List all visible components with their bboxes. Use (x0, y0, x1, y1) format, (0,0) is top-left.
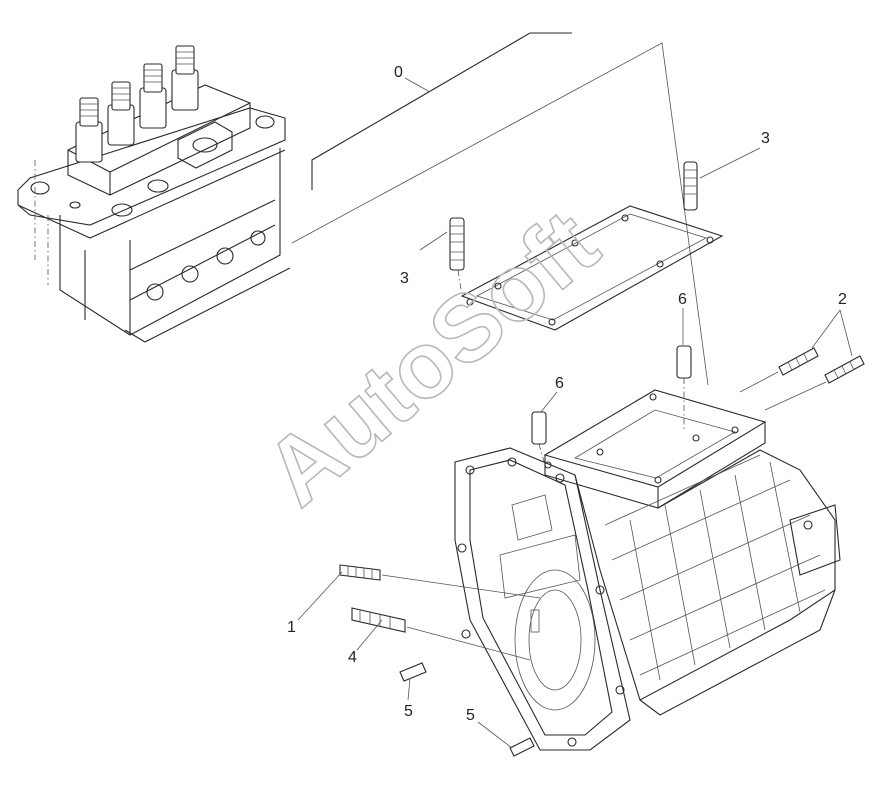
leader-lines (297, 147, 853, 749)
pin-5-right (509, 737, 535, 757)
delivery-valve-2 (107, 81, 135, 146)
callout-0: 0 (394, 64, 403, 81)
delivery-valve-1 (75, 97, 103, 163)
callout-3-right: 3 (761, 130, 770, 147)
callout-5-left: 5 (404, 703, 413, 720)
callout-4: 4 (348, 649, 357, 666)
callout-1: 1 (287, 619, 296, 636)
pin-5-left (399, 662, 427, 682)
stud-3-right (683, 161, 698, 211)
callout-5-right: 5 (466, 707, 475, 724)
stud-2-a (778, 347, 819, 376)
delivery-valve-4 (171, 45, 199, 111)
callout-6-left: 6 (555, 375, 564, 392)
callout-2: 2 (838, 291, 847, 308)
callout-6-right: 6 (678, 291, 687, 308)
stud-3-left (449, 217, 465, 297)
gasket (460, 205, 724, 331)
callout-0-bracket (291, 32, 709, 386)
transmission-housing (454, 389, 841, 751)
watermark: AutoSoft (245, 190, 616, 525)
stud-4 (351, 607, 531, 661)
callout-3-left: 3 (400, 270, 409, 287)
delivery-valve-3 (139, 63, 167, 129)
dowel-pin-6-right (676, 345, 692, 430)
stud-2-b (824, 355, 865, 384)
dowel-pin-6-left (531, 411, 547, 466)
injection-pump (17, 45, 291, 343)
stud-1 (339, 564, 541, 599)
